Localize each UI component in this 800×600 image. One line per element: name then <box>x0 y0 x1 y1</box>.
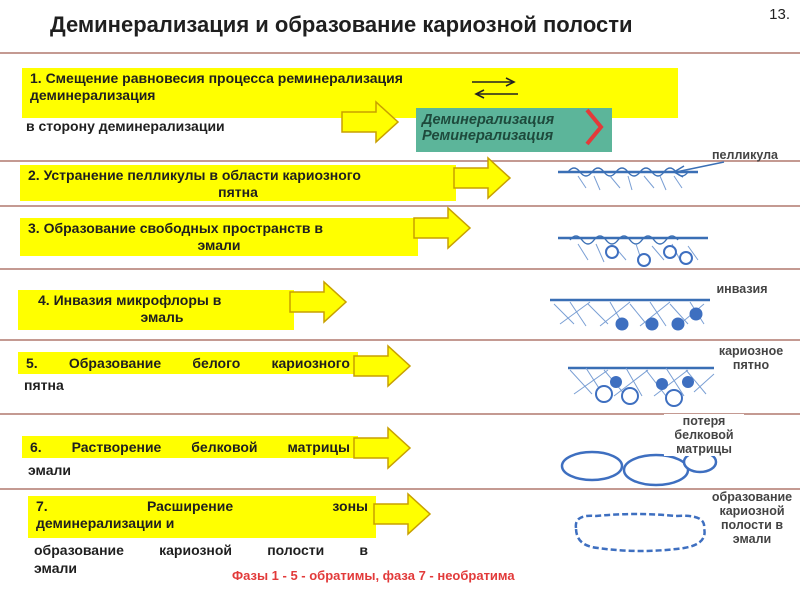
balance-remin: Реминерализация <box>422 128 554 144</box>
step-3-line1: 3. Образование свободных пространств в <box>28 220 324 236</box>
step-2-line2: пятна <box>218 184 258 200</box>
divider <box>0 488 800 490</box>
step-6-line2: эмали <box>28 462 72 478</box>
step-3-line2: эмали <box>197 237 241 253</box>
step-2-line1: 2. Устранение пелликулы в области кариоз… <box>28 167 361 183</box>
slide-number: 13. <box>769 6 790 23</box>
step-5-box: 5. Образование белого кариозного <box>18 352 358 374</box>
step-2-arrow-icon <box>453 156 512 200</box>
matrix-loss-label: потеря белковой матрицы <box>664 414 744 456</box>
divider <box>0 339 800 341</box>
caries-spot-illustration <box>568 366 715 407</box>
step-2-box: 2. Устранение пелликулы в области кариоз… <box>20 165 456 201</box>
caries-spot-label: кариозное пятно <box>718 344 784 372</box>
step-7-line4: эмали <box>34 560 78 576</box>
step-6-line1: 6. Растворение белковой матрицы <box>30 439 350 455</box>
free-spaces-illustration <box>558 235 708 267</box>
step-7-line1: 7. Расширение зоны <box>36 498 368 514</box>
step-3-arrow-icon <box>413 206 472 250</box>
step-1-line2: деминерализация <box>30 87 156 103</box>
step-7-tail: образование кариозной полости в эмали <box>34 541 368 577</box>
divider <box>0 205 800 207</box>
step-4-line2: эмаль <box>140 309 184 325</box>
cavity-illustration <box>574 512 706 553</box>
step-4-box: 4. Инвазия микрофлоры в эмаль <box>18 290 294 330</box>
phases-note: Фазы 1 - 5 - обратимы, фаза 7 - необрати… <box>232 568 515 583</box>
step-5-arrow-icon <box>353 344 412 388</box>
step-4-line1: 4. Инвазия микрофлоры в <box>38 292 222 308</box>
step-4-arrow-icon <box>289 280 348 324</box>
step-1-line3: в сторону деминерализации <box>26 118 225 134</box>
chevron-right-icon <box>585 108 604 146</box>
balance-box: Деминерализация Реминерализация <box>416 108 612 152</box>
step-5-line2: пятна <box>24 377 64 393</box>
balance-demin: Деминерализация <box>422 112 555 128</box>
pointer-arrow-icon <box>672 161 725 178</box>
step-7-box: 7. Расширение зоны деминерализации и <box>28 496 376 538</box>
divider <box>0 268 800 270</box>
matrix-loss-illustration <box>560 450 718 487</box>
invasion-illustration <box>550 298 710 331</box>
divider <box>0 413 800 415</box>
step-5-line1: 5. Образование белого кариозного <box>26 355 350 371</box>
divider <box>0 160 800 162</box>
invasion-label: инвазия <box>716 282 768 296</box>
slide-title: Деминерализация и образование кариозной … <box>50 12 633 37</box>
step-6-arrow-icon <box>353 426 412 470</box>
cavity-label: образование кариозной полости в эмали <box>711 490 793 546</box>
equilibrium-arrows-icon <box>472 77 518 99</box>
step-7-arrow-icon <box>373 492 432 536</box>
step-7-line3: образование кариозной полости в <box>34 542 368 558</box>
step-1-line1: 1. Смещение равновесия процесса реминера… <box>30 70 403 86</box>
step-7-line2: деминерализации и <box>36 515 175 531</box>
pellicle-label: пелликула <box>712 148 779 162</box>
step-1-arrow-icon <box>341 100 400 144</box>
step-6-box: 6. Растворение белковой матрицы <box>22 436 358 458</box>
step-3-box: 3. Образование свободных пространств в э… <box>20 218 418 256</box>
divider <box>0 52 800 54</box>
